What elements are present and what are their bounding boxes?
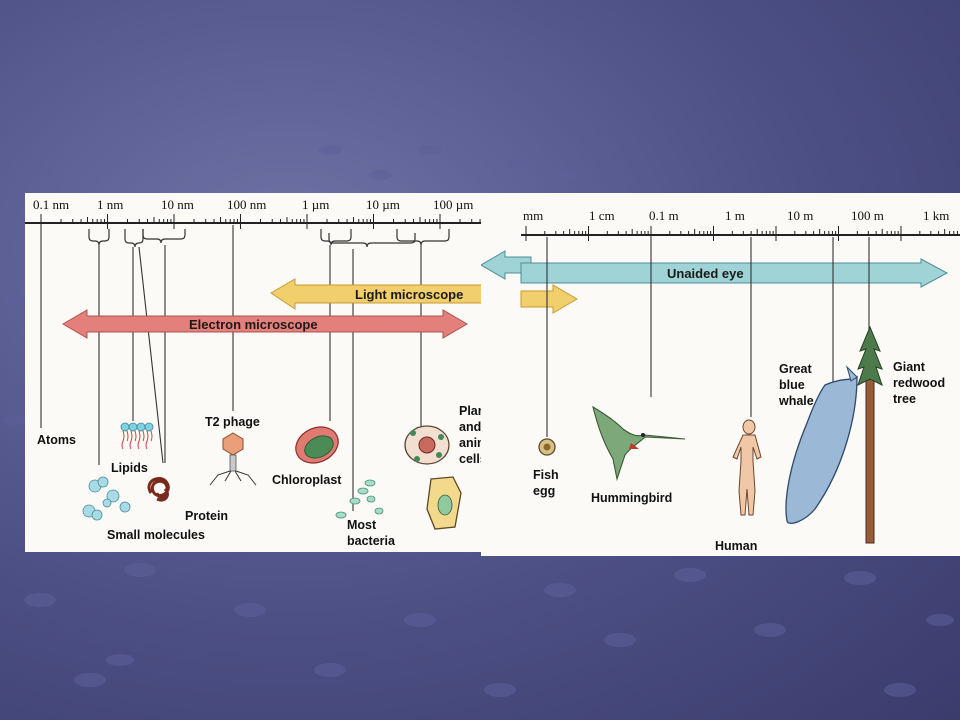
scale-label-100nm: 100 nm: [227, 197, 266, 212]
label-fish-egg-line2: egg: [533, 484, 555, 498]
label-lipids: Lipids: [111, 461, 148, 475]
label-protein: Protein: [185, 509, 228, 523]
left-ruler: [25, 214, 521, 229]
label-atoms: Atoms: [37, 433, 76, 447]
unaided-eye-range: Unaided eye: [481, 250, 949, 288]
label-human: Human: [715, 539, 757, 553]
label-small-molecules: Small molecules: [107, 528, 205, 542]
electron-microscope-label: Electron microscope: [189, 317, 318, 332]
label-fish-egg-line1: Fish: [533, 468, 559, 482]
scale-label-1nm: 1 nm: [97, 197, 123, 212]
scale-label-1cm: 1 cm: [589, 208, 615, 223]
light-microscope-label: Light microscope: [355, 287, 463, 302]
label-t2-phage: T2 phage: [205, 415, 260, 429]
hummingbird-illustration: [592, 405, 686, 482]
scale-label-0.1nm: 0.1 nm: [33, 197, 69, 212]
label-most-bacteria-line1: Most: [347, 518, 377, 532]
scale-label-100um: 100 µm: [433, 197, 473, 212]
pointer-lines: [40, 225, 422, 511]
label-redwood-line3: tree: [893, 392, 916, 406]
scale-label-1km: 1 km: [923, 208, 949, 223]
fish-egg-illustration: [538, 438, 556, 456]
label-whale-line3: whale: [778, 394, 814, 408]
light-microscope-range-end: [520, 284, 578, 314]
label-chloroplast: Chloroplast: [272, 473, 342, 487]
whale-illustration: [785, 365, 858, 524]
protein-illustration: [147, 477, 170, 502]
chloroplast-illustration: [295, 426, 339, 464]
scale-label-mm: mm: [523, 208, 543, 223]
electron-microscope-range: Electron microscope: [62, 309, 468, 339]
small-molecules-illustration: [82, 476, 131, 521]
scale-label-1m: 1 m: [725, 208, 745, 223]
t2-phage-illustration: [209, 432, 257, 486]
scale-label-10nm: 10 nm: [161, 197, 194, 212]
redwood-illustration: [857, 325, 883, 544]
scale-label-1um: 1 µm: [302, 197, 329, 212]
microscopic-scale-panel: 0.1 nm 1 nm 10 nm 100 nm 1 µm 10 µm 100 …: [25, 193, 521, 552]
label-whale-line1: Great: [779, 362, 812, 376]
bacteria-illustration: [335, 479, 384, 519]
label-most-bacteria-line2: bacteria: [347, 534, 396, 548]
size-brackets: [88, 229, 450, 248]
scale-label-10m: 10 m: [787, 208, 813, 223]
lipids-illustration: [120, 422, 154, 450]
plant-animal-cells-illustration: [404, 425, 462, 530]
scale-label-0.1m: 0.1 m: [649, 208, 679, 223]
right-ruler: [521, 226, 960, 241]
light-microscope-range: Light microscope: [270, 278, 521, 310]
scale-label-10um: 10 µm: [366, 197, 400, 212]
label-plant-animal-cells-line4: cells: [459, 452, 487, 466]
macroscopic-scale-panel: mm 1 cm 0.1 m 1 m 10 m 100 m 1 km Unaide…: [481, 193, 960, 556]
unaided-eye-label: Unaided eye: [667, 266, 744, 281]
label-hummingbird: Hummingbird: [591, 491, 672, 505]
human-illustration: [732, 419, 762, 516]
label-redwood-line1: Giant: [893, 360, 926, 374]
label-plant-animal-cells-line2: and: [459, 420, 481, 434]
scale-label-100m: 100 m: [851, 208, 884, 223]
label-redwood-line2: redwood: [893, 376, 945, 390]
label-whale-line2: blue: [779, 378, 805, 392]
